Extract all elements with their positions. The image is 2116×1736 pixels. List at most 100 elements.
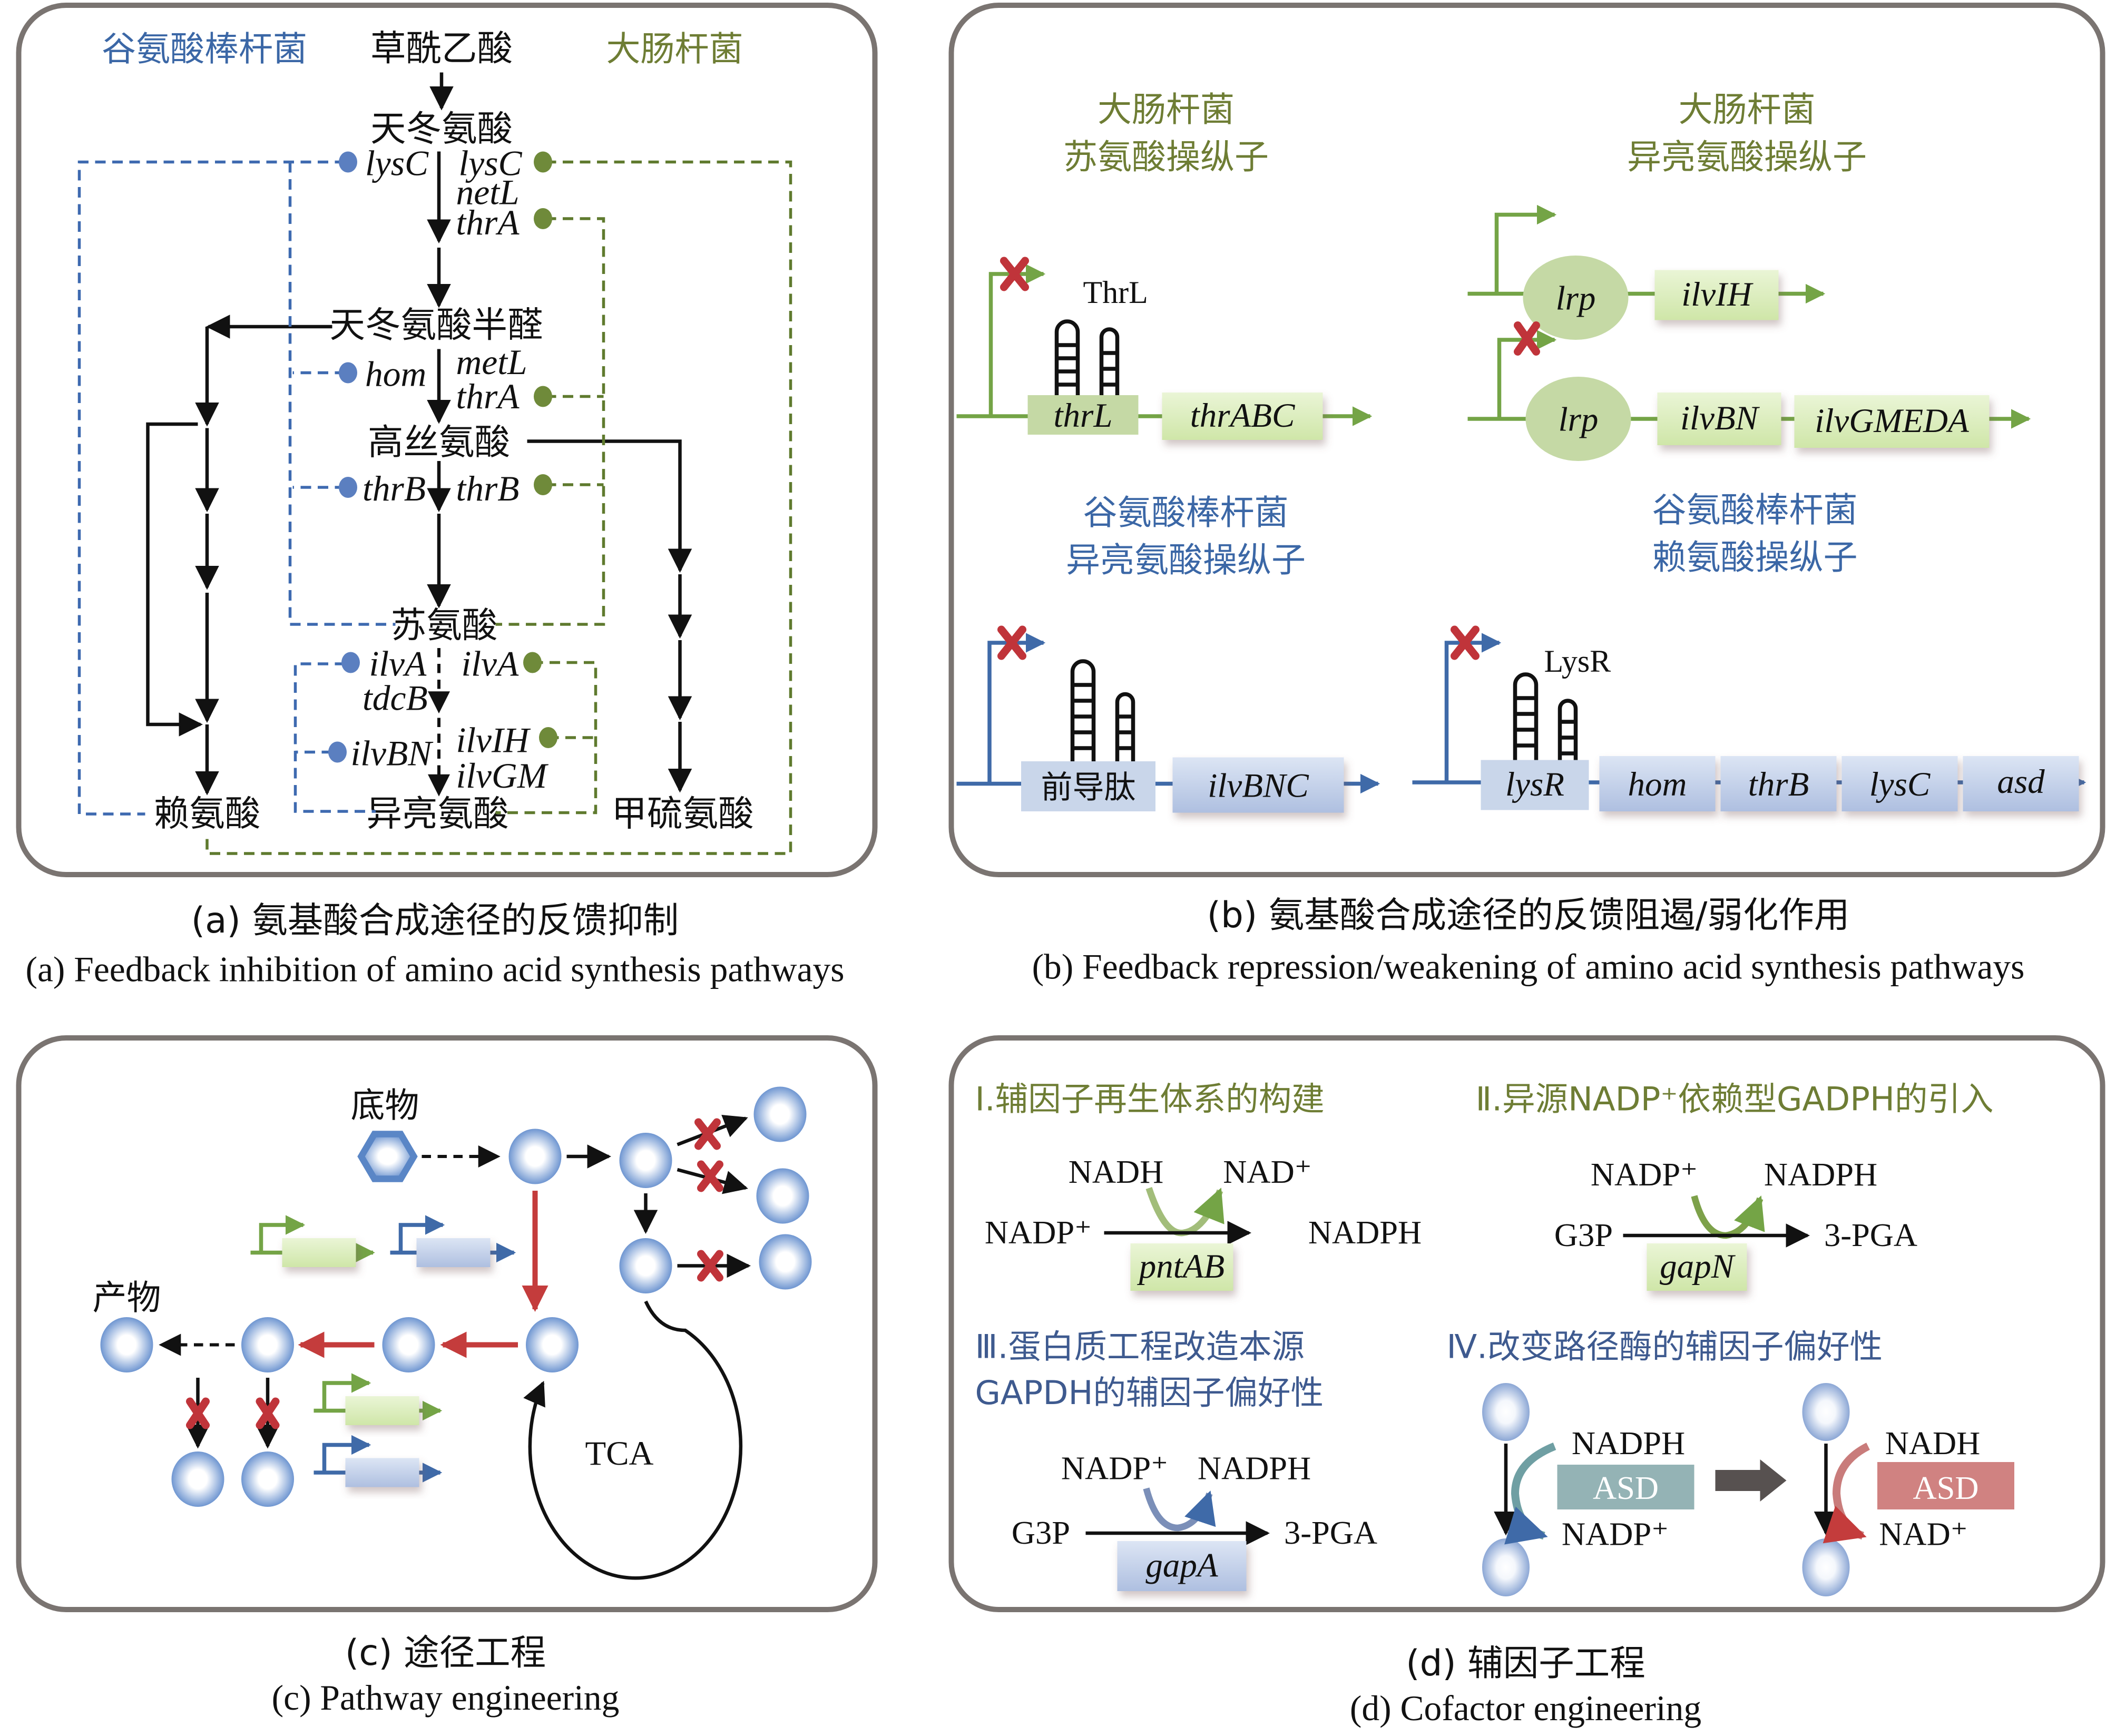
- operon2-promoter-row1: [1494, 204, 1557, 294]
- operon1-gene-thrABC: thrABC: [1190, 397, 1295, 435]
- node-c3: [753, 1086, 807, 1142]
- operon3-title1: 谷氨酸棒杆菌: [1083, 493, 1288, 533]
- node-c9: [241, 1317, 294, 1372]
- arrow-hse-met: [527, 439, 692, 573]
- section4-before-out: NADP⁺: [1562, 1516, 1669, 1553]
- operon1-gene-box-thrL: [1027, 395, 1139, 435]
- inhibition-dot-thrA2-green: [534, 386, 552, 407]
- substrate-hexagon-icon: [357, 1131, 418, 1182]
- operon4-hairpin-1: [1513, 672, 1539, 761]
- operon4-promoter-arrow: [1444, 633, 1502, 782]
- operon3-gene-ilvBNC: ilvBNC: [1208, 767, 1309, 805]
- node-c2: [619, 1133, 672, 1188]
- gene-ilvBN: ilvBN: [351, 734, 434, 773]
- operon4-gene-box-asd: [1963, 756, 2079, 811]
- operon1-title1: 大肠杆菌: [1098, 90, 1235, 130]
- section1-top-right: NAD⁺: [1223, 1153, 1311, 1190]
- operon2-lrp-label-row2: lrp: [1559, 401, 1599, 439]
- section4-after-enzyme-box: [1877, 1462, 2014, 1509]
- metabolite-methionine: 甲硫氨酸: [611, 793, 753, 835]
- block-cross-c2-c4: [697, 1160, 723, 1192]
- metabolite-nodes: [100, 1086, 812, 1507]
- section1-enzyme: pntAB: [1137, 1248, 1224, 1286]
- gene-metL: metL: [456, 342, 527, 382]
- operon4-gene-thrB: thrB: [1748, 766, 1809, 803]
- panel-d: Ⅰ.辅因子再生体系的构建 NADH NAD⁺ NADP⁺ NADPH pntAB…: [948, 1035, 2105, 1728]
- operon2-title1: 大肠杆菌: [1678, 90, 1815, 130]
- operon3-hairpin-2: [1115, 692, 1135, 761]
- feedback-ile-blue: [293, 662, 376, 813]
- node-c11: [241, 1451, 294, 1507]
- operon2-gene-box-ilvGMEDA: [1794, 395, 1990, 448]
- feedback-thr-thrA-green: [495, 217, 605, 626]
- section4-before-in: NADPH: [1572, 1425, 1685, 1462]
- caption-a-en: (a) Feedback inhibition of amino acid sy…: [25, 950, 844, 989]
- section4-after-cofactor-arrow: [1823, 1443, 1870, 1544]
- section4-before-node-bottom: [1482, 1538, 1530, 1596]
- gene-ilvIH: ilvIH: [456, 721, 531, 760]
- operon3-gene-box-ilvBNC: [1172, 757, 1344, 813]
- tca-label: TCA: [585, 1435, 654, 1473]
- caption-c-en: (c) Pathway engineering: [272, 1678, 620, 1718]
- gene-cassette-overexpress-4: [314, 1435, 443, 1487]
- inhibition-dot-ilvA-blue: [341, 652, 360, 673]
- inhibition-dot-ilvBN-blue: [328, 741, 347, 763]
- operon4-block-cross: [1451, 625, 1480, 660]
- section2-title: Ⅱ.异源NADP⁺依赖型GADPH的引入: [1476, 1080, 1994, 1119]
- operon3-block-cross: [997, 625, 1026, 660]
- panel-c-frame: [16, 1035, 878, 1612]
- operon4-gene-box-lysR: [1481, 760, 1589, 810]
- section3-enzyme-box: [1117, 1541, 1247, 1591]
- section2-substrate: G3P: [1554, 1217, 1613, 1253]
- gene-cassette-overexpress-3: [314, 1373, 443, 1425]
- inhibition-dot-lysC-green: [534, 151, 552, 173]
- operon2-promoter-row2: [1497, 330, 1557, 419]
- operon4-gene-box-thrB: [1720, 756, 1837, 811]
- operon4-gene-box-hom: [1599, 756, 1716, 811]
- operon3-gene-leader: 前导肽: [1041, 769, 1136, 806]
- operon1-hairpin-2: [1099, 327, 1120, 395]
- header-corynebacterium: 谷氨酸棒杆菌: [102, 30, 307, 69]
- inhibition-dot-thrB-green: [534, 474, 552, 495]
- section2-top-right: NADPH: [1764, 1156, 1877, 1193]
- caption-b-en: (b) Feedback repression/weakening of ami…: [1032, 947, 2025, 987]
- operon4-gene-lysR: lysR: [1505, 766, 1564, 803]
- section4-title: Ⅳ.改变路径酶的辅因子偏好性: [1447, 1328, 1883, 1366]
- operon1-gene-box-thrABC: [1162, 393, 1323, 440]
- node-c10: [171, 1451, 224, 1507]
- caption-d-cn: (d) 辅因子工程: [1406, 1642, 1645, 1684]
- section1-enzyme-box: [1130, 1243, 1233, 1291]
- section4-transition-arrow-icon: [1715, 1459, 1787, 1502]
- operon2-gene-ilvGMEDA: ilvGMEDA: [1815, 402, 1969, 440]
- metabolite-aspartate-semialdehyde: 天冬氨酸半醛: [329, 304, 543, 346]
- section3-cofactor-arrow: [1143, 1487, 1216, 1532]
- operon2-gene-ilvIH: ilvIH: [1681, 276, 1753, 313]
- block-cross-side-1: [186, 1397, 210, 1429]
- gene-ilvA-left: ilvA: [369, 644, 427, 684]
- operon1-promoter-arrow: [988, 264, 1046, 416]
- inhibition-dot-lysC-blue: [339, 151, 357, 173]
- operon3-gene-box-leader: [1021, 761, 1155, 811]
- operon3-title2: 异亮氨酸操纵子: [1066, 541, 1306, 580]
- operon1-gene-thrL: thrL: [1053, 397, 1112, 435]
- caption-b-cn: (b) 氨基酸合成途径的反馈阻遏/弱化作用: [1207, 894, 1850, 936]
- node-c7: [526, 1317, 579, 1372]
- panel-a-frame: [16, 3, 878, 877]
- gene-netL: netL: [456, 173, 520, 212]
- gene-lysC-right: lysC: [459, 144, 523, 183]
- section3-title-line1: Ⅲ.蛋白质工程改造本源: [975, 1328, 1305, 1366]
- section4-after-node-top: [1802, 1383, 1850, 1441]
- section1-top-left: NADH: [1069, 1153, 1164, 1190]
- panel-c: 底物 产物: [16, 1035, 878, 1718]
- gene-thrA-2: thrA: [456, 377, 520, 416]
- section2-enzyme-box: [1647, 1243, 1747, 1291]
- metabolite-lysine: 赖氨酸: [154, 793, 261, 835]
- section4-after-enzyme: ASD: [1913, 1469, 1978, 1506]
- section4-after-in: NADH: [1885, 1425, 1981, 1462]
- operon1-hairpin-1: [1054, 319, 1080, 395]
- node-c4: [756, 1168, 809, 1224]
- section4-before-cofactor-arrow: [1504, 1443, 1556, 1545]
- operon4-title1: 谷氨酸棒杆菌: [1652, 491, 1857, 530]
- operon2-gene-box-ilvIH: [1654, 270, 1779, 320]
